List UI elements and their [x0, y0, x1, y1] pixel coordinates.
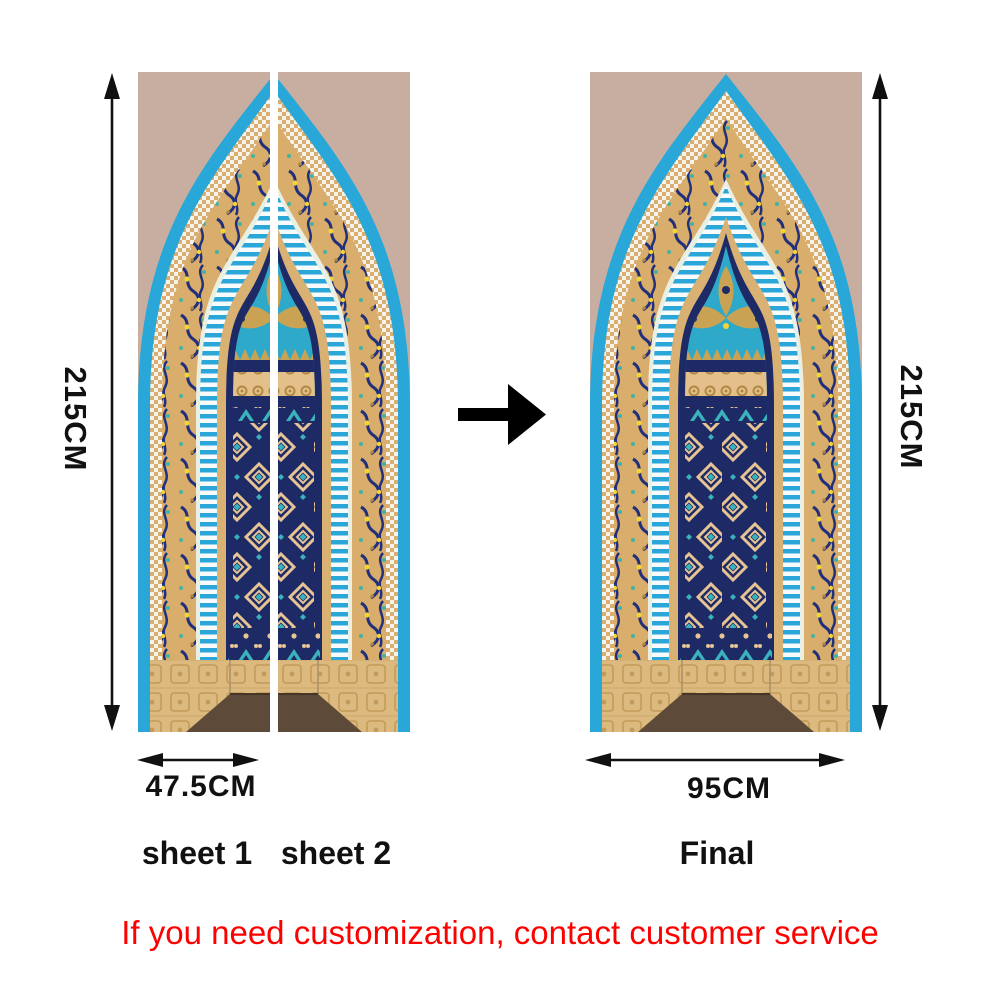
merge-arrow-icon	[458, 384, 546, 445]
left-height-label: 215CM	[58, 366, 93, 472]
sheet2-caption: sheet 2	[280, 835, 392, 871]
sheets-figure	[138, 72, 410, 732]
sheet-split-gap	[270, 72, 278, 732]
right-height-arrow-icon	[872, 73, 888, 731]
left-width-arrow-icon	[137, 753, 259, 767]
right-width-arrow-icon	[585, 753, 845, 767]
customization-note: If you need customization, contact custo…	[121, 914, 879, 951]
final-figure	[590, 72, 862, 732]
sheet1-caption: sheet 1	[141, 835, 253, 871]
right-height-label: 215CM	[894, 364, 929, 470]
left-width-label: 47.5CM	[145, 770, 257, 803]
right-width-label: 95CM	[686, 772, 772, 805]
left-height-arrow-icon	[104, 73, 120, 731]
door-mural-figures	[104, 72, 888, 732]
final-caption: Final	[679, 835, 755, 871]
